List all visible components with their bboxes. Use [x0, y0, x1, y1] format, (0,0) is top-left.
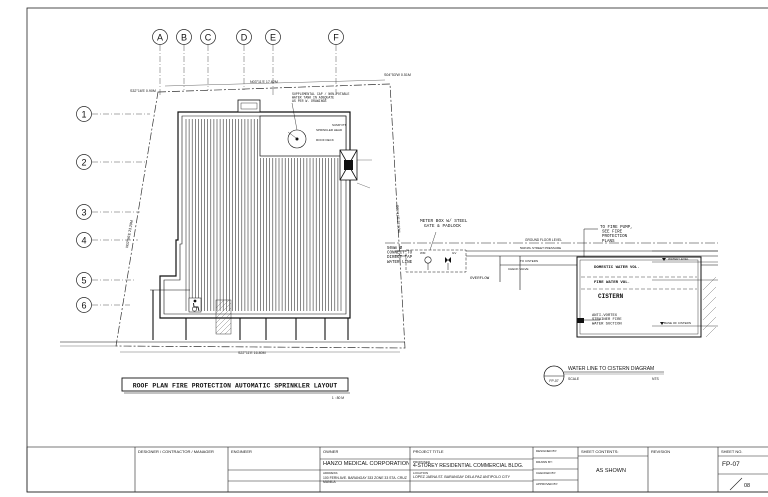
diagram-scale-label: SCALE [568, 377, 580, 381]
grid-rows [92, 113, 150, 306]
grid-label-b: B [181, 33, 187, 43]
sheet-no: FP-07 [722, 461, 740, 468]
sprinkler-head-note: SPRINKLER HEAD [316, 128, 343, 132]
strainer-icon [577, 318, 600, 323]
boundary-north-label: N03°11'E 17.62M [250, 80, 278, 84]
location: LOPEZ JAENA ST. BARANGAY DELA PAZ ANTIPO… [413, 475, 511, 479]
sheet-contents-label: SHEET CONTENTS: [581, 449, 619, 454]
designer-label: DESIGNER / CONTRACTOR / MANAGER [138, 449, 214, 454]
project-title: 4-STOREY RESIDENTIAL COMMERCIAL BLDG. [413, 463, 524, 469]
grid-label-e: E [270, 33, 276, 43]
engineer-signature-label [231, 472, 232, 477]
fire-vol-label: FIRE WATER VOL. [594, 281, 630, 285]
ground-posts [152, 290, 349, 340]
grid-label-4: 4 [81, 236, 86, 246]
check-valve-label: CHECK VALVE [508, 267, 529, 271]
revision-label: REVISION [651, 449, 671, 454]
tank-note: SUPPLEMENTAL CAP / NON-POTABLE WATER TAN… [292, 92, 351, 103]
grid-columns [159, 45, 337, 95]
grid-label-2: 2 [81, 158, 86, 168]
fire-pump-note: TO FIRE PUMP, SEE FIRE PROTECTION PLANS [600, 226, 635, 244]
accessibility-icon [188, 297, 202, 313]
meter-note: METER BOX W/ STEEL GATE & PADLOCK [420, 219, 470, 229]
sump-note: SUMP PIT [332, 123, 346, 127]
building-outline [159, 111, 351, 319]
grid-label-c: C [205, 33, 212, 43]
sheet-contents: AS SHOWN [596, 468, 626, 474]
engineer-label: ENGINEER [231, 449, 252, 454]
grid-label-d: D [241, 33, 248, 43]
water-level-label: WATER LEVEL [668, 257, 689, 261]
water-meter-icon [424, 256, 451, 270]
cistern-label: CISTERN [598, 293, 624, 300]
diagram-scale-value: NTS [652, 377, 660, 381]
title-block-lines [26, 446, 768, 493]
ramp-hatch [215, 299, 232, 335]
owner-label: OWNER [323, 449, 339, 454]
owner-address-label: ADDRESS [323, 471, 338, 475]
approved-by: APPROVED BY: [536, 482, 559, 486]
project-sub-label: PROPOSED [413, 459, 431, 464]
grid-label-f: F [333, 33, 339, 43]
boundary-south-label: S22°11'E 16.80M [238, 351, 266, 355]
location-label: LOCATION [413, 471, 429, 475]
plan-title-box [121, 377, 349, 392]
diagram-ref: FP-07 [549, 379, 558, 383]
grid-label-3: 3 [81, 208, 86, 218]
grid-label-a: A [157, 33, 163, 43]
cistern-tank [576, 256, 702, 338]
grid-label-1: 1 [81, 110, 86, 120]
roof-hatch [185, 119, 342, 311]
valve-wm-label: WM [420, 251, 426, 255]
soil-hatch [702, 276, 717, 338]
drawn-by: DRAWN BY: [536, 460, 553, 464]
grid-row-bubbles [76, 106, 92, 313]
designed-by: DESIGNED BY: [536, 449, 558, 453]
plan-scale: 1 : 80 M [332, 396, 344, 400]
boundary-east-label: S05°11'E 22.50M [395, 205, 401, 233]
grid-label-5: 5 [81, 276, 86, 286]
corner-nw-label: S32°16'E 0.90M [130, 89, 156, 93]
meter-box [405, 249, 467, 273]
valve-gv-label: GV [452, 251, 456, 255]
roof-deck-note: ROOF DECK [316, 138, 334, 142]
anti-vortex-note: ANTI-VORTEX STRAINER FIRE WATER SUCTION [592, 314, 624, 326]
lot-boundary [115, 83, 406, 349]
sheet-no-label: SHEET NO. [721, 449, 743, 454]
sheet-total: 08 [744, 483, 751, 489]
corner-ne-label: S04°53'W 0.51M [384, 73, 411, 77]
tank-panel [259, 115, 347, 157]
domestic-vol-label: DOMESTIC WATER VOL. [594, 266, 640, 270]
checked-by: CHECKED BY: [536, 471, 557, 475]
owner-name: HANZO MEDICAL CORPORATION [323, 461, 409, 467]
owner-address: 100 FERN AVE. BARANGAY 333 ZONE 33 STA. … [323, 476, 407, 484]
roof-hatch-box [237, 99, 261, 113]
plan-title: ROOF PLAN FIRE PROTECTION AUTOMATIC SPRI… [133, 383, 338, 390]
street-pressure-label: 50Ø Ø/L STREET PRESSURE [520, 246, 561, 250]
grid-column-bubbles [152, 29, 344, 45]
base-cistern-label: BASE OF CISTERN [664, 321, 691, 325]
grid-label-6: 6 [81, 301, 86, 311]
project-title-label: PROJECT TITLE [413, 449, 444, 454]
boundary-west-label: N02°56'E 23.29M [125, 220, 134, 248]
diagram-title: WATER LINE TO CISTERN DIAGRAM [568, 366, 654, 372]
to-cistern-label: TO CISTERN [520, 259, 538, 263]
overflow-label: OVERFLOW [470, 277, 490, 281]
connect-note: 50mm Ø CONNECT TO DIRECT TAP WATER LINE [387, 246, 415, 265]
ground-floor-label: GROUND FLOOR LEVEL [525, 238, 562, 242]
